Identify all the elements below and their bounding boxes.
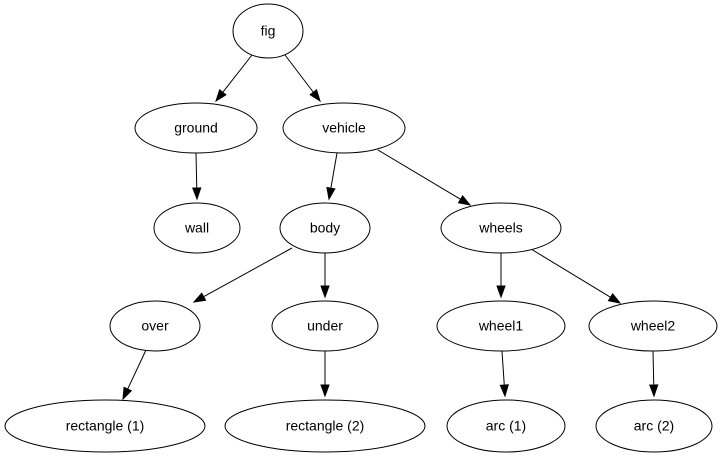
edge-line bbox=[330, 152, 338, 189]
node-label: wheel2 bbox=[630, 318, 676, 334]
edges-layer bbox=[122, 54, 659, 401]
node-label: wheels bbox=[478, 220, 523, 236]
edge-arrowhead bbox=[320, 285, 330, 299]
node-ground[interactable]: ground bbox=[134, 102, 258, 154]
edge-fig-to-vehicle bbox=[284, 54, 321, 103]
node-shape[interactable] bbox=[282, 102, 406, 154]
node-label: rectangle (2) bbox=[286, 418, 365, 434]
node-shape[interactable] bbox=[440, 202, 562, 254]
node-shape[interactable] bbox=[224, 399, 426, 453]
node-label: under bbox=[307, 318, 343, 334]
node-label: arc (2) bbox=[634, 418, 674, 434]
node-shape[interactable] bbox=[279, 202, 371, 254]
node-label: arc (1) bbox=[486, 418, 526, 434]
edge-line bbox=[501, 350, 505, 386]
edge-vehicle-to-body bbox=[326, 152, 338, 201]
edge-arrowhead bbox=[457, 195, 472, 206]
node-label: fig bbox=[261, 23, 276, 39]
node-wheel1[interactable]: wheel1 bbox=[436, 300, 566, 352]
edge-arrowhead bbox=[326, 186, 336, 201]
edge-body-to-under bbox=[320, 253, 330, 299]
edge-arrowhead bbox=[192, 292, 207, 303]
node-fig[interactable]: fig bbox=[232, 3, 304, 59]
node-shape[interactable] bbox=[446, 399, 566, 453]
edge-wheel2-to-arc2 bbox=[649, 350, 659, 398]
edge-line bbox=[284, 54, 314, 93]
node-wheels[interactable]: wheels bbox=[440, 202, 562, 254]
node-wall[interactable]: wall bbox=[153, 202, 241, 254]
nodes-layer: fig ground vehicle wall body wheels over under w… bbox=[4, 3, 718, 453]
edge-line bbox=[652, 350, 655, 386]
node-shape[interactable] bbox=[109, 300, 201, 352]
node-label: body bbox=[310, 220, 340, 236]
edge-ground-to-wall bbox=[192, 152, 202, 201]
node-label: rectangle (1) bbox=[66, 418, 145, 434]
edge-arrowhead bbox=[215, 89, 227, 103]
edge-line bbox=[203, 247, 293, 298]
edge-arrowhead bbox=[309, 88, 321, 103]
edge-arrowhead bbox=[192, 187, 202, 201]
edge-vehicle-to-wheels bbox=[377, 149, 472, 206]
node-rectangle2[interactable]: rectangle (2) bbox=[224, 399, 426, 453]
node-label: wheel1 bbox=[478, 318, 524, 334]
node-shape[interactable] bbox=[595, 399, 713, 453]
node-vehicle[interactable]: vehicle bbox=[282, 102, 406, 154]
node-arc2[interactable]: arc (2) bbox=[595, 399, 713, 453]
edge-arrowhead bbox=[499, 384, 509, 398]
node-label: over bbox=[141, 318, 169, 334]
node-label: wall bbox=[184, 220, 209, 236]
node-rectangle1[interactable]: rectangle (1) bbox=[4, 399, 206, 453]
edge-wheel1-to-arc1 bbox=[499, 350, 509, 398]
node-wheel2[interactable]: wheel2 bbox=[588, 300, 718, 352]
edge-body-to-over bbox=[192, 247, 293, 303]
edge-arrowhead bbox=[496, 285, 506, 299]
edge-wheels-to-wheel1 bbox=[496, 253, 506, 299]
edge-wheels-to-wheel2 bbox=[530, 248, 622, 304]
edge-arrowhead bbox=[649, 384, 659, 398]
edge-arrowhead bbox=[122, 386, 133, 401]
node-shape[interactable] bbox=[588, 300, 718, 352]
edge-line bbox=[195, 152, 198, 189]
node-shape[interactable] bbox=[134, 102, 258, 154]
node-label: ground bbox=[174, 120, 218, 136]
edge-line bbox=[377, 149, 461, 200]
edge-fig-to-ground bbox=[215, 54, 253, 103]
node-under[interactable]: under bbox=[271, 300, 379, 352]
node-shape[interactable] bbox=[153, 202, 241, 254]
edge-arrowhead bbox=[320, 384, 330, 398]
edge-over-to-rectangle1 bbox=[122, 349, 147, 401]
node-shape[interactable] bbox=[4, 399, 206, 453]
node-shape[interactable] bbox=[271, 300, 379, 352]
edge-line bbox=[222, 54, 253, 93]
edge-arrowhead bbox=[607, 293, 622, 304]
node-label: vehicle bbox=[322, 120, 366, 136]
node-shape[interactable] bbox=[232, 3, 304, 59]
node-shape[interactable] bbox=[436, 300, 566, 352]
edge-under-to-rectangle2 bbox=[320, 351, 330, 398]
node-over[interactable]: over bbox=[109, 300, 201, 352]
edge-line bbox=[127, 349, 147, 390]
node-body[interactable]: body bbox=[279, 202, 371, 254]
node-arc1[interactable]: arc (1) bbox=[446, 399, 566, 453]
edge-line bbox=[530, 248, 611, 298]
